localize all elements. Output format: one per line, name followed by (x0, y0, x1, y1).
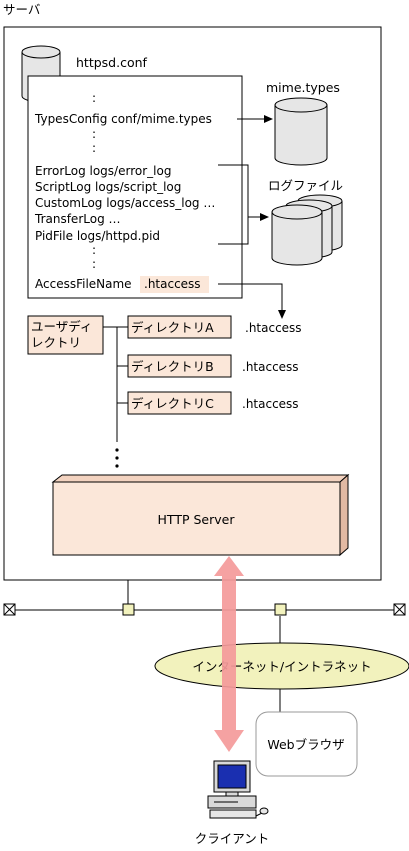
ellipsis-dot (115, 464, 119, 468)
directory-a-label: ディレクトリA (131, 320, 214, 335)
directory-c-box (127, 391, 232, 415)
conf-file-label: httpsd.conf (76, 55, 148, 70)
access-file-value: .htaccess (144, 277, 201, 291)
directory-a-htaccess: .htaccess (245, 321, 302, 335)
custom-log-line: CustomLog logs/access_log … (35, 196, 215, 210)
ellipsis-dot (115, 448, 119, 452)
htaccess-path (218, 283, 283, 305)
log-bracket (218, 164, 249, 245)
directory-c-label: ディレクトリC (131, 396, 214, 411)
mime-types-cylinder-icon (274, 97, 328, 166)
server-node-icon (122, 603, 135, 616)
script-log-line: ScriptLog logs/script_log (35, 180, 181, 194)
directory-b-htaccess: .htaccess (242, 360, 299, 374)
server-title: サーバ (3, 2, 40, 17)
communication-arrow-icon (214, 556, 244, 752)
directory-a-box (127, 315, 232, 339)
error-log-line: ErrorLog logs/error_log (35, 164, 171, 178)
ellipsis-dots: : (92, 127, 96, 141)
access-file-name-line: AccessFileName (35, 277, 132, 291)
user-directory-label-2: レクトリ (31, 335, 81, 350)
ellipsis-dots: : (92, 243, 96, 257)
ellipsis-dots: : (92, 141, 96, 155)
bus-terminator-left-icon (3, 603, 16, 616)
client-computer-icon (207, 760, 269, 819)
ellipsis-dot (115, 456, 119, 460)
directory-b-box (127, 354, 232, 378)
pid-file-line: PidFile logs/httpd.pid (35, 229, 160, 243)
ellipsis-dots: : (92, 91, 96, 105)
client-label: クライアント (195, 831, 270, 846)
directory-b-label: ディレクトリB (131, 359, 214, 374)
client-node-icon (274, 603, 287, 616)
bus-terminator-right-icon (393, 603, 406, 616)
web-browser-box (255, 711, 358, 777)
htaccess-highlight (140, 276, 209, 293)
directory-c-htaccess: .htaccess (242, 397, 299, 411)
http-server-box (51, 473, 350, 557)
conf-document (27, 75, 243, 299)
web-browser-label: Webブラウザ (267, 737, 344, 752)
network-ellipse (154, 642, 409, 690)
user-directory-label-1: ユーザディ (31, 319, 92, 334)
types-config-line: TypesConfig conf/mime.types (34, 112, 212, 126)
user-directory-box (27, 315, 104, 355)
network-label: インターネット/イントラネット (192, 659, 371, 674)
ellipsis-dots: : (92, 257, 96, 271)
mime-types-label: mime.types (266, 80, 340, 95)
log-files-label: ログファイル (268, 178, 343, 193)
http-server-label: HTTP Server (158, 512, 236, 527)
transfer-log-line: TransferLog … (34, 212, 121, 226)
log-files-cylinders-icon (271, 194, 343, 266)
